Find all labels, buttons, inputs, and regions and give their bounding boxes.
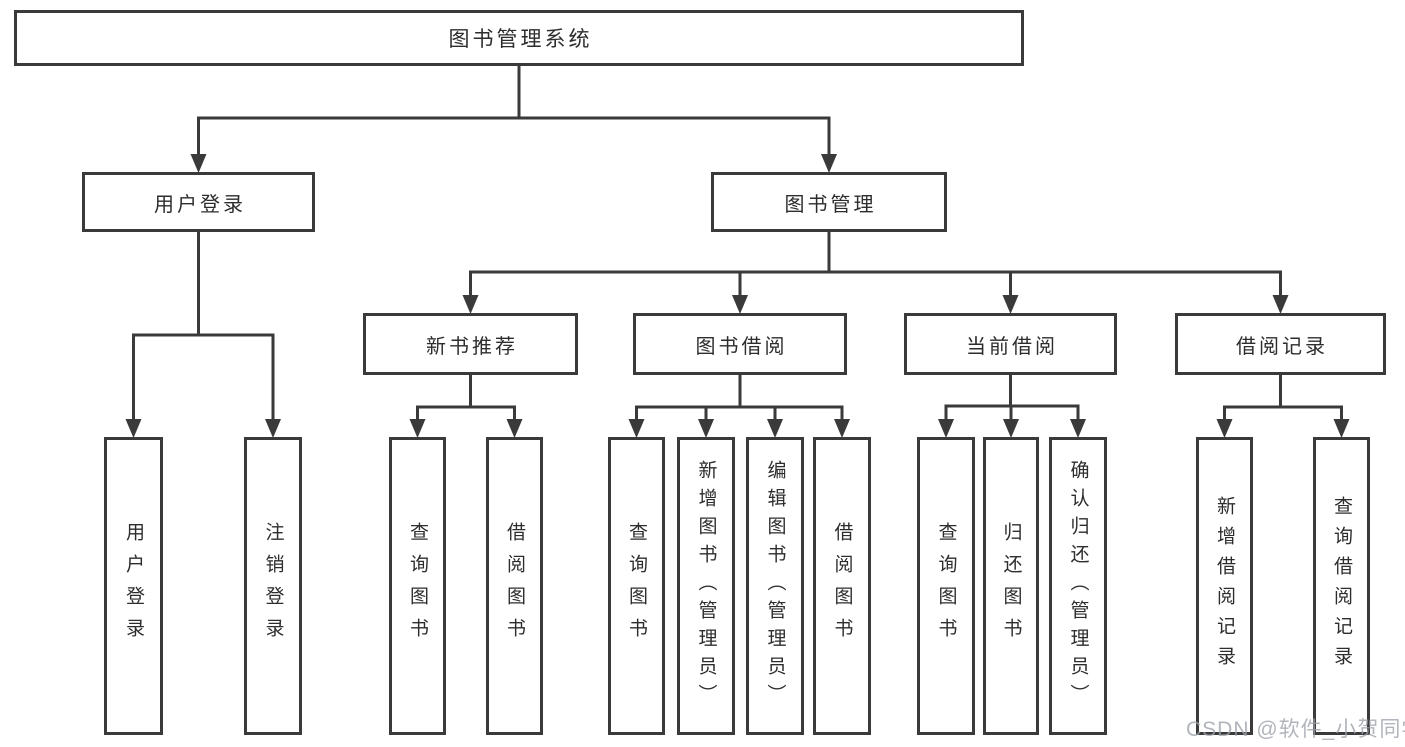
node-cu-query: 查询图书 [917, 437, 975, 735]
node-cu-confirm: 确认归还（管理员） [1049, 437, 1107, 735]
node-label: 图书借阅 [695, 335, 788, 358]
arrowhead-down-icon [1333, 419, 1350, 438]
node-label: 借阅图书 [831, 522, 853, 650]
node-label: 查询借阅记录 [1331, 496, 1352, 676]
arrowhead-down-icon [265, 419, 281, 438]
arrowhead-down-icon [732, 295, 748, 314]
node-bw-query: 查询图书 [608, 437, 665, 735]
node-bw-edit: 编辑图书（管理员） [746, 437, 804, 735]
node-nb-query: 查询图书 [389, 437, 446, 735]
node-label: 当前借阅 [966, 335, 1058, 358]
node-bw-borrow: 借阅图书 [813, 437, 871, 735]
node-label: 新增借阅记录 [1214, 496, 1235, 676]
node-label: 图书管理 [784, 193, 877, 216]
node-label: 图书管理系统 [448, 28, 593, 51]
arrowhead-down-icon [938, 419, 954, 438]
node-bw-add: 新增图书（管理员） [677, 437, 735, 735]
node-borrow: 图书借阅 [633, 313, 847, 375]
arrowhead-down-icon [462, 295, 479, 314]
node-label: 新增图书（管理员） [695, 460, 717, 712]
node-label: 确认归还（管理员） [1067, 460, 1089, 712]
node-newbook: 新书推荐 [363, 313, 578, 375]
node-label: 借阅记录 [1236, 335, 1328, 358]
node-mgmt: 图书管理 [711, 172, 947, 232]
node-label: 用户登录 [123, 522, 144, 650]
arrowhead-down-icon [628, 419, 645, 438]
node-login-v: 用户登录 [104, 437, 163, 735]
node-label: 用户登录 [154, 193, 246, 216]
node-current: 当前借阅 [904, 313, 1117, 375]
node-label: 查询图书 [626, 522, 647, 650]
arrowhead-down-icon [821, 154, 837, 173]
node-label: 编辑图书（管理员） [764, 460, 786, 712]
node-label: 查询图书 [407, 522, 428, 650]
arrowhead-down-icon [1003, 419, 1019, 438]
node-rc-query: 查询借阅记录 [1313, 437, 1370, 735]
node-label: 借阅图书 [504, 522, 525, 650]
node-cu-return: 归还图书 [983, 437, 1039, 735]
watermark-text: CSDN @软件_小贺同学 [1186, 718, 1405, 741]
arrowhead-down-icon [1002, 295, 1019, 314]
node-login: 用户登录 [82, 172, 315, 232]
arrowhead-down-icon [1070, 419, 1086, 438]
arrowhead-down-icon [125, 419, 142, 438]
node-label: 新书推荐 [426, 335, 518, 358]
node-label: 查询图书 [935, 522, 957, 650]
arrowhead-down-icon [506, 419, 523, 438]
arrowhead-down-icon [1272, 295, 1289, 314]
arrowhead-down-icon [698, 419, 714, 438]
node-root: 图书管理系统 [14, 10, 1024, 66]
arrowhead-down-icon [409, 419, 426, 438]
node-label: 注销登录 [262, 522, 284, 650]
node-nb-borrow: 借阅图书 [486, 437, 543, 735]
arrowhead-down-icon [1216, 419, 1233, 438]
arrowhead-down-icon [190, 154, 207, 173]
node-logout-v: 注销登录 [244, 437, 302, 735]
node-label: 归还图书 [1000, 522, 1022, 650]
node-rc-add: 新增借阅记录 [1196, 437, 1253, 735]
arrowhead-down-icon [834, 419, 850, 438]
arrowhead-down-icon [767, 419, 783, 438]
node-records: 借阅记录 [1175, 313, 1386, 375]
